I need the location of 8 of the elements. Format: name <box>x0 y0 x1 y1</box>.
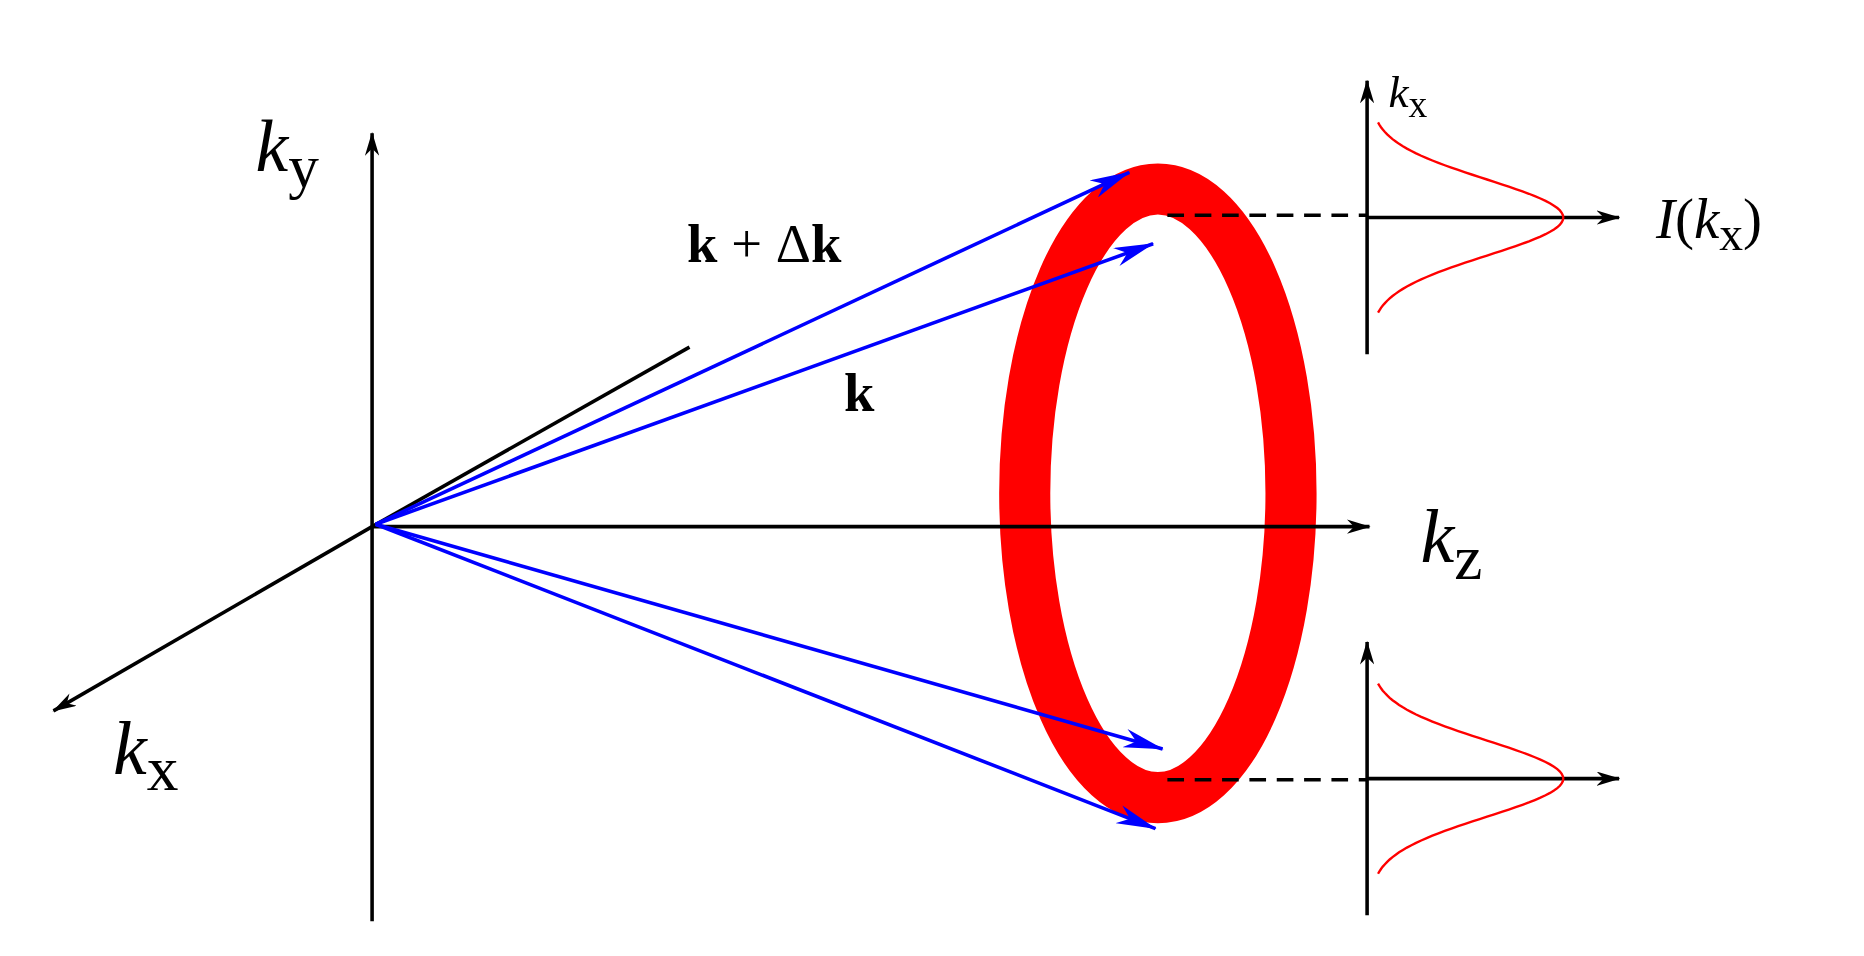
axis-label: k$_{x}$ <box>1388 68 1428 124</box>
ring <box>999 163 1317 824</box>
axis-label: k <box>844 366 875 421</box>
axis-label: I(k$_{x}$) <box>1655 190 1763 259</box>
axis-label: k$_{z}$ <box>1420 499 1483 590</box>
axis-label: k + Δk <box>687 216 842 272</box>
axis-label: k$_{x}$ <box>112 710 179 802</box>
axis-label: k$_{y}$ <box>255 109 319 198</box>
